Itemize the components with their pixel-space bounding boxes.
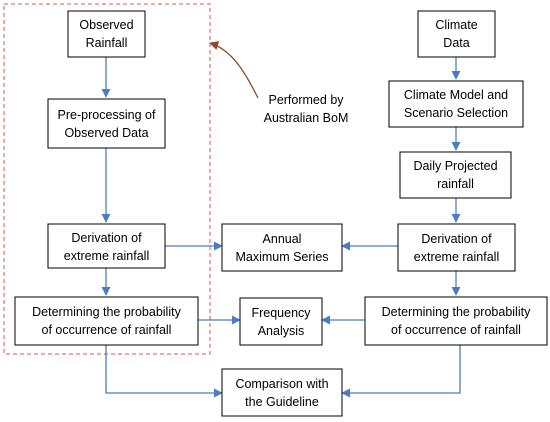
node-derivation-right-line-2: extreme rainfall [414, 250, 499, 264]
edge-probability-left-to-comparison [105, 345, 223, 398]
node-observed-rainfall-line-2: Rainfall [86, 36, 128, 50]
node-derivation-left: Derivation of extreme rainfall [47, 223, 166, 269]
node-preprocessing: Pre-processing of Observed Data [47, 98, 166, 149]
node-frequency-line-2: Analysis [258, 324, 305, 338]
edge-annotation-to-region [209, 41, 259, 99]
node-climate-data-line-2: Data [443, 36, 469, 50]
node-daily-projected-line-1: Daily Projected [413, 159, 497, 173]
node-probability-right: Determining the probability of occurrenc… [364, 296, 548, 346]
edges [101, 41, 461, 398]
edge-probability-right-to-comparison [341, 345, 461, 398]
node-daily-projected: Daily Projected rainfall [399, 151, 512, 199]
node-daily-projected-line-2: rainfall [437, 177, 474, 191]
node-annual-max-line-1: Annual [263, 232, 302, 246]
node-frequency-line-1: Frequency [251, 306, 311, 320]
annotation-bom: Performed by Australian BoM [264, 93, 349, 125]
node-annual-max: Annual Maximum Series [221, 223, 343, 272]
node-derivation-right: Derivation of extreme rainfall [397, 223, 516, 272]
node-observed-rainfall: Observed Rainfall [67, 10, 146, 58]
node-climate-model-line-1: Climate Model and [404, 88, 508, 102]
node-preprocessing-line-1: Pre-processing of [58, 108, 156, 122]
node-comparison-line-1: Comparison with [235, 377, 328, 391]
node-probability-left-line-2: of occurrence of rainfall [42, 323, 172, 337]
node-climate-model-line-2: Scenario Selection [404, 106, 508, 120]
node-derivation-left-line-1: Derivation of [71, 231, 142, 245]
node-observed-rainfall-line-1: Observed [79, 18, 133, 32]
bom-region-border [3, 3, 211, 355]
node-derivation-right-line-1: Derivation of [421, 232, 492, 246]
node-climate-data: Climate Data [417, 10, 496, 58]
node-probability-right-line-1: Determining the probability [382, 305, 531, 319]
node-frequency: Frequency Analysis [239, 297, 323, 346]
node-comparison: Comparison with the Guideline [221, 368, 343, 417]
node-probability-left-line-1: Determining the probability [32, 305, 181, 319]
node-preprocessing-line-2: Observed Data [64, 126, 148, 140]
node-derivation-left-line-2: extreme rainfall [64, 249, 149, 263]
node-probability-right-line-2: of occurrence of rainfall [391, 323, 521, 337]
node-annual-max-line-2: Maximum Series [235, 250, 328, 264]
node-probability-left: Determining the probability of occurrenc… [14, 296, 199, 346]
annotation-line-2: Australian BoM [264, 111, 349, 125]
annotation-line-1: Performed by [268, 93, 344, 107]
node-climate-data-line-1: Climate [435, 18, 477, 32]
node-comparison-line-2: the Guideline [245, 395, 319, 409]
node-climate-model: Climate Model and Scenario Selection [388, 80, 524, 128]
